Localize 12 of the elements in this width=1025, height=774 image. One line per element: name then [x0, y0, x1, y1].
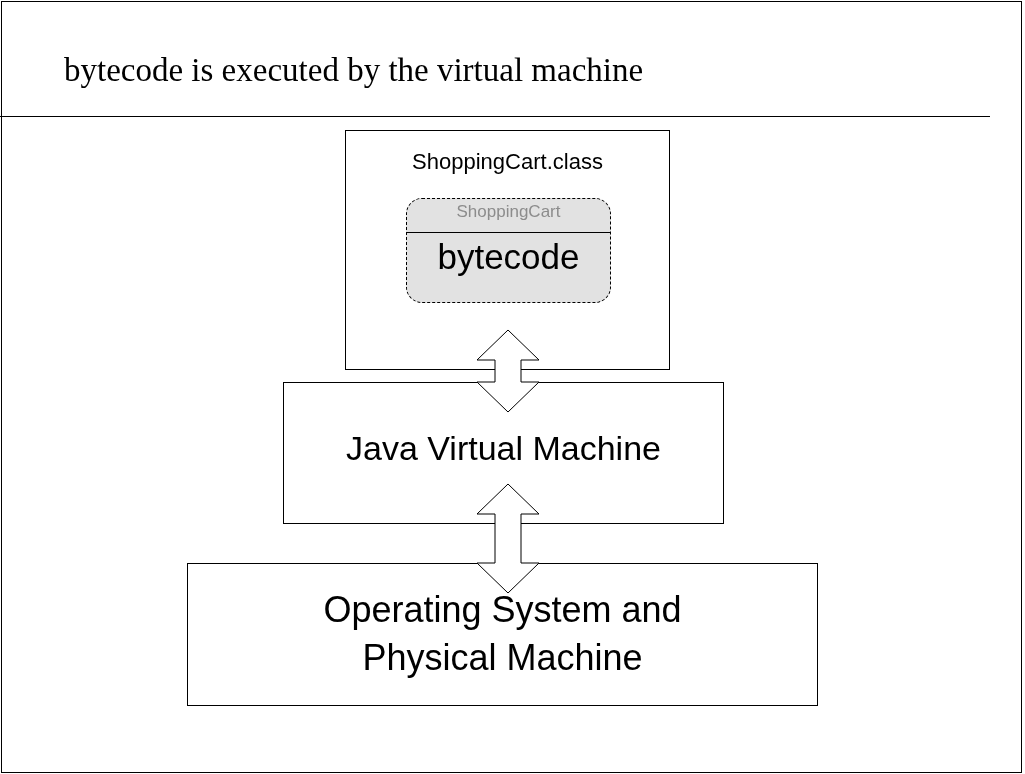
process-box — [345, 130, 670, 370]
process-box — [283, 382, 724, 524]
slide-title: bytecode is executed by the virtual machine — [64, 52, 644, 89]
node-text: bytecode — [436, 237, 581, 277]
double-block-arrow — [476, 329, 540, 413]
node-text: ShoppingCart.class — [411, 149, 604, 175]
process-box — [187, 563, 818, 706]
dashed-rounded-box — [406, 198, 611, 303]
class-name-label: ShoppingCart — [455, 202, 562, 222]
node-text: Operating System and Physical Machine — [322, 588, 683, 680]
node-text: Java Virtual Machine — [345, 429, 662, 468]
double-block-arrow — [476, 483, 540, 594]
